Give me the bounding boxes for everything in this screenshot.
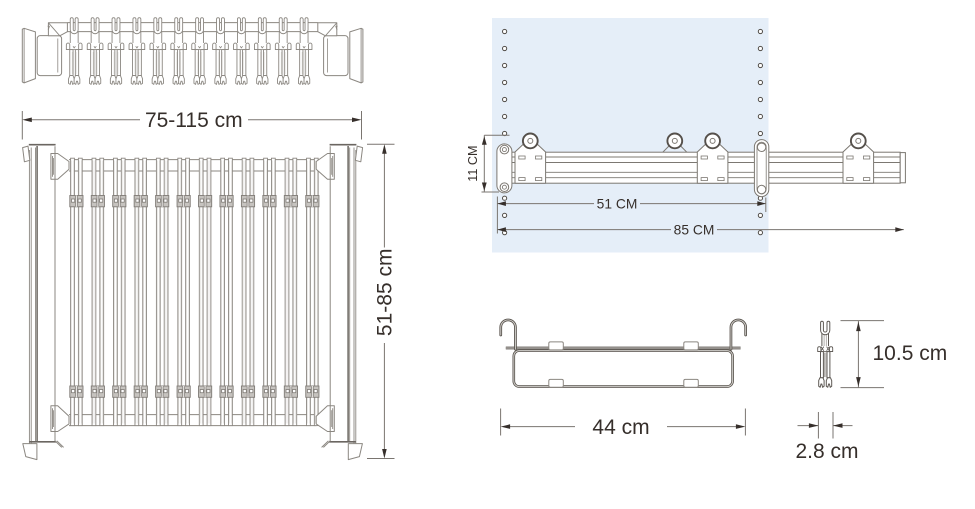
svg-text:44 cm: 44 cm — [592, 416, 649, 439]
svg-text:11 CM: 11 CM — [466, 146, 480, 182]
svg-text:85 CM: 85 CM — [674, 222, 715, 237]
svg-text:51-85 cm: 51-85 cm — [373, 249, 396, 337]
svg-text:75-115 cm: 75-115 cm — [145, 109, 243, 132]
svg-text:51 CM: 51 CM — [597, 196, 638, 211]
svg-text:10.5 cm: 10.5 cm — [873, 342, 948, 365]
svg-text:2.8 cm: 2.8 cm — [795, 440, 858, 463]
